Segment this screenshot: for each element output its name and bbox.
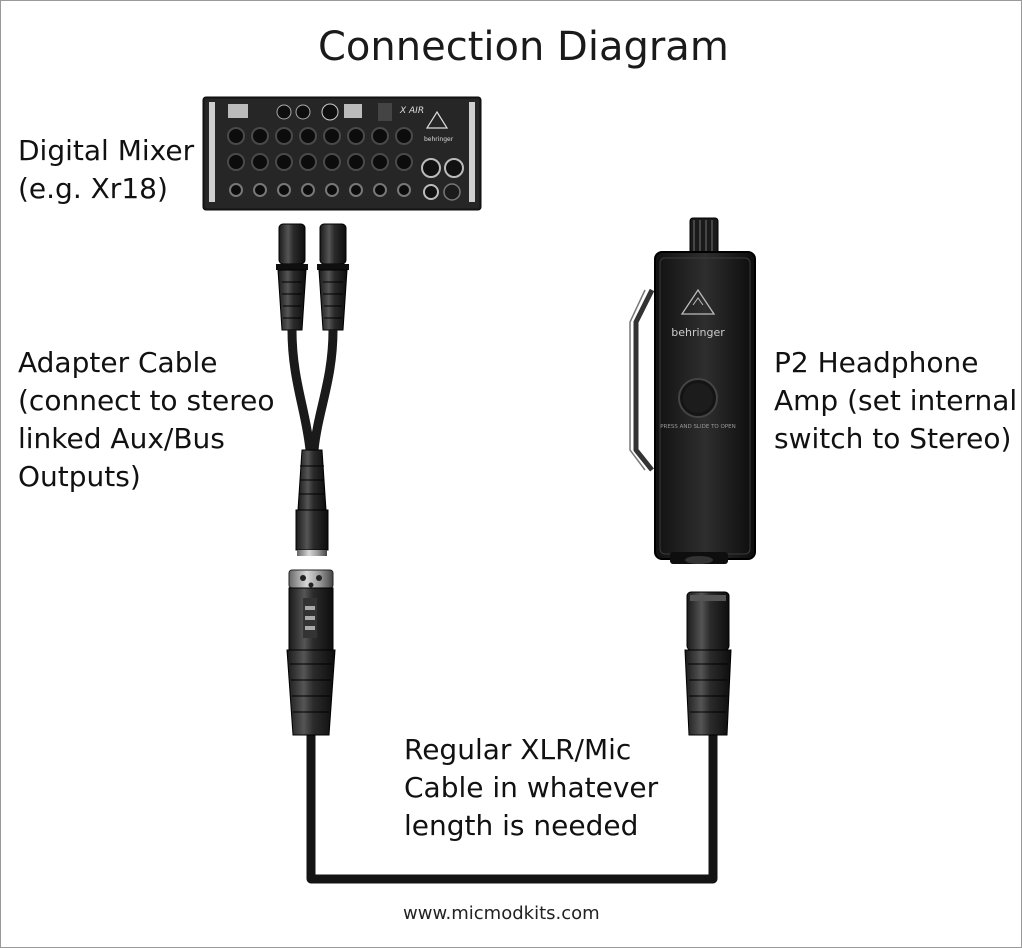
mixer-label-line: (e.g. Xr18): [18, 172, 168, 205]
mixer-jack: [373, 183, 387, 197]
xlr-female-cable-end: [286, 569, 336, 736]
mixer-brand-text: behringer: [424, 136, 454, 143]
mixer-jack: [229, 183, 243, 197]
mixer-jack: [395, 153, 413, 171]
mixer-jack: [277, 183, 291, 197]
rack-ear-right: [469, 102, 475, 202]
mixer-input-jacks: [227, 127, 413, 197]
mixer-jack: [325, 183, 339, 197]
xlr-male-cable-end: [684, 591, 732, 736]
headphone-amp-label: P2 Headphone Amp (set internal switch to…: [774, 344, 1017, 458]
mixer-jack: [251, 153, 269, 171]
mixer-model-text: X AIR: [399, 106, 424, 116]
rack-ear-left: [209, 102, 215, 202]
mixer-jack: [371, 153, 389, 171]
mixer-jack: [349, 183, 363, 197]
mixer-jack: [227, 153, 245, 171]
adapter-label-line: Outputs): [18, 460, 141, 493]
mixer-jack: [397, 183, 411, 197]
mixer-jack: [299, 127, 317, 145]
mixer-label: Digital Mixer (e.g. Xr18): [18, 132, 194, 208]
headphone-label-line: Amp (set internal: [774, 384, 1018, 417]
belt-clip: [633, 288, 655, 472]
ethernet-port: [228, 104, 248, 118]
phones-jack: [321, 103, 339, 121]
cable-label-line: length is needed: [404, 809, 639, 842]
headphone-label-line: switch to Stereo): [774, 422, 1012, 455]
cable-label: Regular XLR/Mic Cable in whatever length…: [404, 731, 658, 845]
xlr-female-left: [276, 223, 308, 331]
mixer-jack: [253, 183, 267, 197]
mixer-jack: [323, 127, 341, 145]
xlr-male-adapter-end: [295, 449, 329, 556]
adapter-label-line: linked Aux/Bus: [18, 422, 225, 455]
xlr-female-right: [317, 223, 349, 331]
mixer-jack: [275, 153, 293, 171]
p2-headphone-amp: behringer PRESS AND SLIDE TO OPEN: [629, 217, 756, 564]
mixer-label-line: Digital Mixer: [18, 134, 195, 167]
mixer-jack: [251, 127, 269, 145]
mixer-jack: [299, 153, 317, 171]
cable-label-line: Regular XLR/Mic: [404, 733, 632, 766]
website-link[interactable]: www.micmodkits.com: [403, 903, 600, 924]
amp-brand-text: behringer: [671, 326, 725, 339]
xlr-mic-cable: [286, 569, 732, 884]
adapter-label: Adapter Cable (connect to stereo linked …: [18, 344, 275, 496]
mixer-jack: [227, 127, 245, 145]
headphone-label-line: P2 Headphone: [774, 346, 979, 379]
adapter-label-line: Adapter Cable: [18, 346, 218, 379]
digital-mixer: X AIR behringer: [202, 96, 482, 211]
adapter-cable: [276, 223, 349, 556]
mixer-jack: [301, 183, 315, 197]
usb-port: [344, 104, 362, 118]
mixer-jack: [275, 127, 293, 145]
phones-level-knob: [443, 183, 461, 201]
mixer-jack: [347, 127, 365, 145]
behringer-logo-icon: [680, 288, 716, 315]
mixer-jack: [395, 127, 413, 145]
mixer-jack: [323, 153, 341, 171]
mixer-jack: [371, 127, 389, 145]
mixer-jack: [347, 153, 365, 171]
behringer-logo-icon: [425, 110, 449, 129]
cable-label-line: Cable in whatever: [404, 771, 659, 804]
amp-button-caption: PRESS AND SLIDE TO OPEN: [660, 424, 736, 430]
page-title: Connection Diagram: [318, 24, 729, 70]
adapter-label-line: (connect to stereo: [18, 384, 275, 417]
